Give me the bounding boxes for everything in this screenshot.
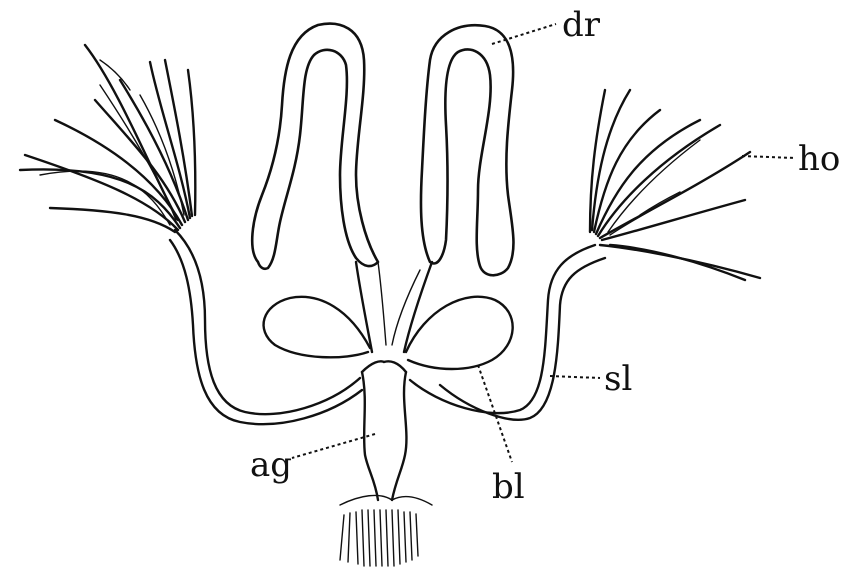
leader-bl (477, 364, 513, 463)
stem-right (402, 260, 434, 354)
leader-dr (491, 23, 557, 45)
stem-inner-right (391, 269, 421, 346)
stem-left (354, 260, 374, 354)
leader-ho (741, 155, 796, 159)
bladder-left (262, 295, 372, 359)
label-dr: dr (562, 5, 601, 45)
label-ag: ag (250, 445, 293, 485)
central-duct-right (390, 370, 408, 502)
central-duct (360, 370, 380, 502)
hair-brush-right (588, 88, 762, 282)
label-ho: ho (798, 139, 841, 179)
central-duct-top (360, 360, 408, 374)
gland-left (250, 22, 380, 271)
lateral-tube-left (173, 228, 362, 416)
label-sl: sl (604, 359, 633, 399)
stem-inner-left (377, 261, 387, 346)
basal-tuft (339, 494, 433, 567)
lateral-tube-right (408, 243, 597, 415)
gland-right (419, 23, 515, 277)
hair-brush-left-shading (39, 59, 185, 226)
leader-sl (549, 375, 601, 379)
leader-ag (291, 433, 376, 459)
lateral-tube-left-inner (168, 238, 364, 426)
label-bl: bl (492, 467, 525, 507)
lateral-tube-right-inner (438, 256, 607, 421)
bladder-right (404, 295, 514, 371)
hair-brush-right-shading (607, 139, 731, 236)
